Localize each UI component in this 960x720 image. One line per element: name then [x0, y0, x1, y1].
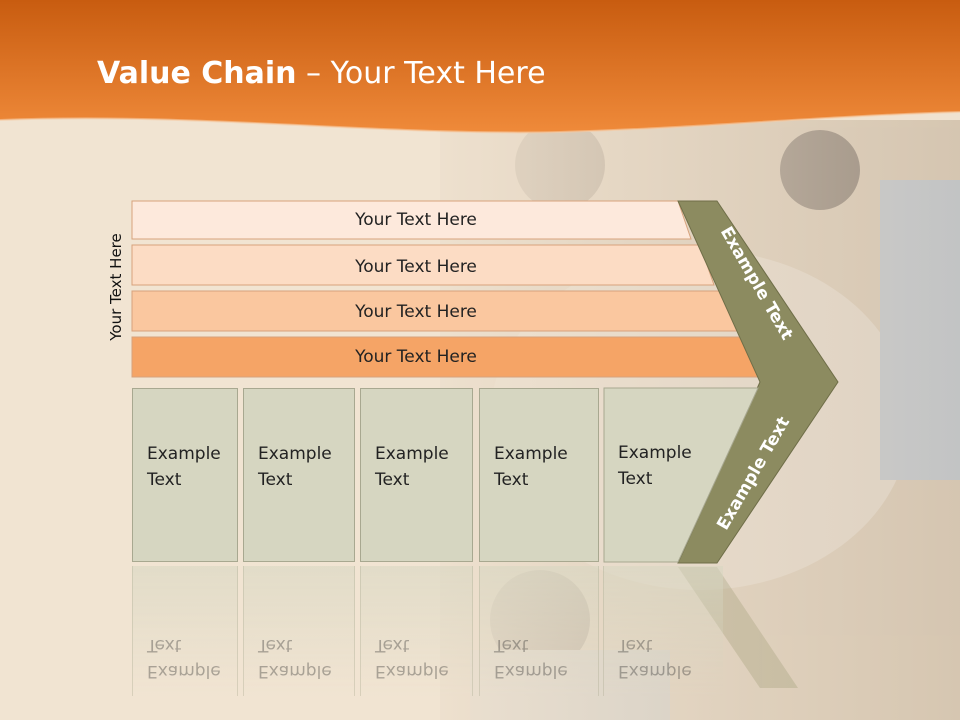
slide-title: Value Chain – Your Text Here: [97, 56, 546, 91]
box-5-shape: [603, 387, 759, 563]
chevron-arrow: [677, 200, 839, 564]
bar-4-label: Your Text Here: [354, 347, 477, 367]
bar-2: [131, 244, 715, 286]
bar-1: [131, 200, 692, 240]
bar-1-label: Your Text Here: [354, 210, 477, 230]
bar-3-label: Your Text Here: [354, 302, 477, 322]
header-band: [0, 0, 960, 133]
bar-2-label: Your Text Here: [354, 257, 477, 277]
